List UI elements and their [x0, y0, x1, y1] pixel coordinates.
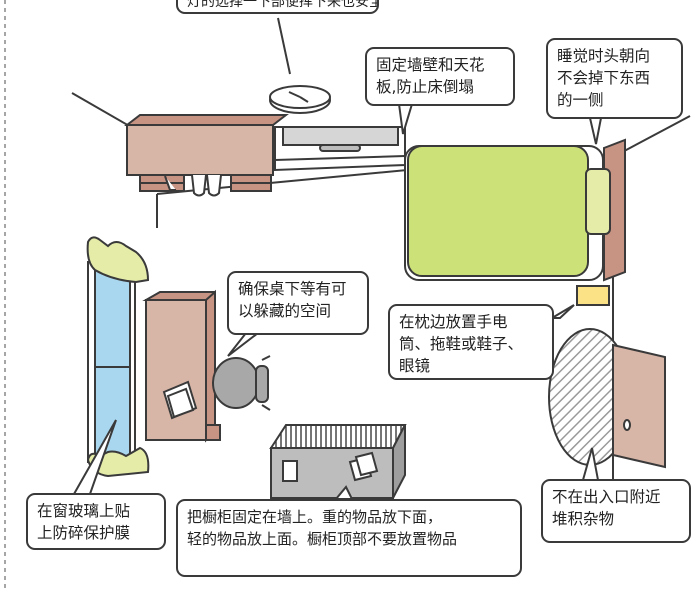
callout-cabinet-line2: 轻的物品放上面。橱柜顶部不要放置物品 [187, 530, 458, 548]
callout-bedside-items: 在枕边放置手电 筒、拖鞋或鞋子、 眼镜 [388, 304, 554, 380]
office-chair [212, 355, 271, 411]
callout-desk-hiding-space: 确保桌下等有可 以躲藏的空间 [227, 271, 369, 335]
callout-desk-line2: 以躲藏的空间 [238, 302, 332, 320]
wall-clock [269, 85, 331, 114]
callout-pointers [72, 103, 603, 500]
callout-fix-wall-line1: 固定墙壁和天花 [376, 56, 485, 74]
callout-entrance-line1: 不在出入口附近 [552, 488, 661, 506]
callout-entrance-clutter: 不在出入口附近 堆积杂物 [541, 479, 691, 543]
callout-bedside-line2: 筒、拖鞋或鞋子、 [399, 335, 524, 353]
callout-head-direction-line1: 睡觉时头朝向 [557, 47, 651, 65]
clock-pointer [277, 17, 291, 75]
upper-cabinet [124, 114, 289, 192]
callout-desk-line1: 确保桌下等有可 [238, 280, 347, 298]
bedside-items-pad [576, 285, 610, 306]
callout-bedside-line1: 在枕边放置手电 [399, 313, 508, 331]
callout-head-direction-line2: 不会掉下东西 [557, 69, 651, 87]
callout-head-direction: 睡觉时头朝向 不会掉下东西 的一侧 [546, 38, 683, 119]
air-conditioner [274, 126, 406, 172]
callout-cabinet-fix: 把橱柜固定在墙上。重的物品放下面， 轻的物品放上面。橱柜顶部不要放置物品 [176, 499, 522, 577]
callout-light-selection: 灯的选择一下部便挥下来也安全的特质 [176, 0, 379, 14]
callout-fix-wall-line2: 板,防止床倒塌 [376, 78, 474, 96]
callout-cabinet-line1: 把橱柜固定在墙上。重的物品放下面， [187, 508, 443, 526]
callout-fix-wall-ceiling: 固定墙壁和天花 板,防止床倒塌 [365, 47, 515, 106]
floor-cabinet [269, 424, 407, 499]
callout-window-line1: 在窗玻璃上贴 [37, 502, 131, 520]
door [612, 343, 666, 469]
callout-head-direction-line3: 的一侧 [557, 91, 604, 109]
callout-entrance-line2: 堆积杂物 [552, 510, 615, 528]
bed [404, 145, 611, 281]
hanging-cups [164, 174, 222, 197]
desk [142, 289, 221, 443]
callout-window-line2: 上防碎保护膜 [37, 524, 131, 542]
callout-light-selection-text: 灯的选择一下部便挥下来也安全的特质 [187, 0, 377, 10]
callout-bedside-line3: 眼镜 [399, 357, 431, 375]
callout-window-film: 在窗玻璃上贴 上防碎保护膜 [26, 493, 166, 550]
